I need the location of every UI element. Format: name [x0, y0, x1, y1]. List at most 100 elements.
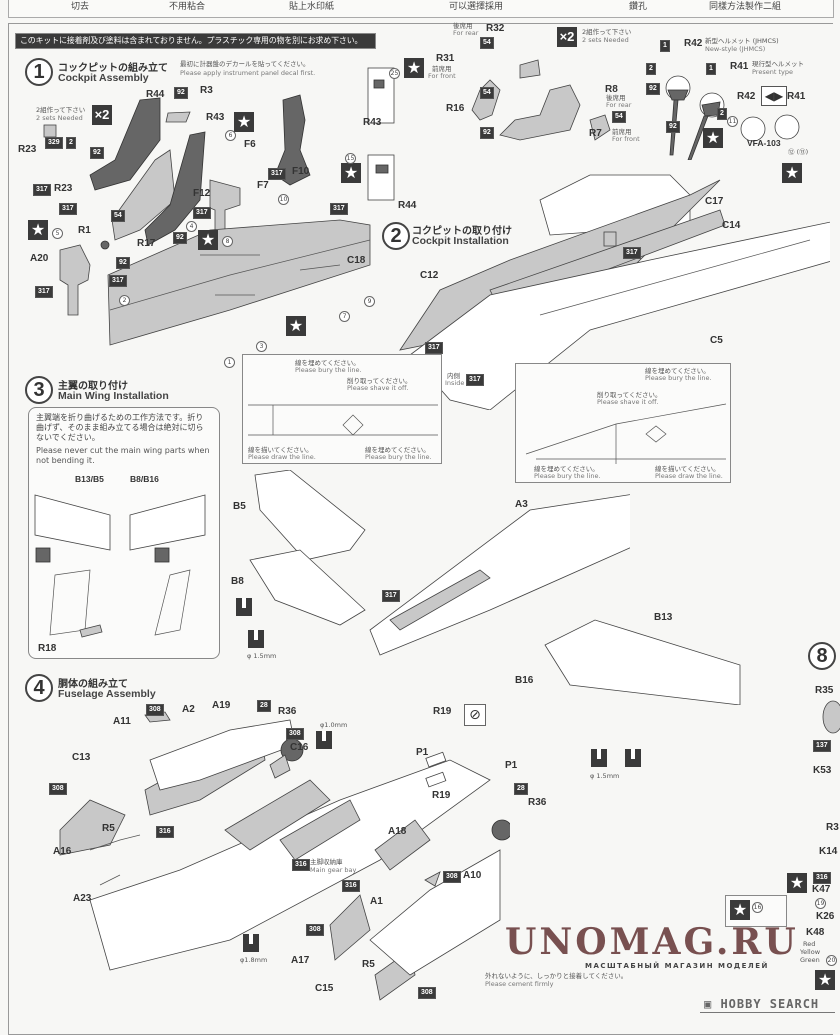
shave-off-en: Please shave it off.	[597, 398, 659, 406]
color-code-317: 317	[193, 207, 211, 219]
step-1-note-jp: 最初に計器盤のデカールを貼ってください。	[180, 60, 310, 68]
color-code-92: 92	[480, 127, 494, 139]
part-label: R3	[826, 822, 839, 833]
step-3-title-en: Main Wing Installation	[58, 390, 169, 402]
color-code-317: 317	[33, 184, 51, 196]
color-code-316: 316	[813, 872, 831, 884]
for-rear-label-en: For rear	[606, 101, 632, 109]
part-label: F10	[292, 166, 310, 177]
part-label: A1	[370, 896, 383, 907]
color-code-1: 1	[706, 63, 716, 75]
part-label: R23	[18, 144, 37, 155]
cement-firmly-jp: 外れないように、しっかりと接着してください。	[485, 972, 628, 980]
drill-hole-icon	[236, 598, 252, 616]
part-label: R1	[78, 225, 91, 236]
wing-fold-drawing	[34, 494, 206, 638]
part-label: R42	[737, 91, 756, 102]
color-code-28: 28	[514, 783, 528, 795]
color-code-316: 316	[342, 880, 360, 892]
part-label: R5	[362, 959, 375, 970]
optional-star-icon: ★	[234, 112, 254, 132]
color-code-316: 316	[292, 859, 310, 871]
present-helmet-en: Present type	[752, 68, 793, 76]
part-label: R36	[528, 797, 547, 808]
right-wing-drawing	[544, 619, 741, 705]
for-front-label-en: For front	[428, 72, 456, 80]
footer-divider	[700, 1012, 835, 1013]
footer-brand-text: HOBBY SEARCH	[720, 997, 820, 1011]
part-label: B5	[233, 501, 246, 512]
decal-number: 19	[815, 898, 826, 909]
color-code-54: 54	[111, 210, 125, 222]
helmet-drawing	[665, 75, 725, 160]
part-label: R31	[436, 53, 455, 64]
decal-number: 20	[826, 955, 837, 966]
for-front-label-jp: 前席用	[432, 65, 452, 73]
color-code-317: 317	[59, 203, 77, 215]
bury-line-jp: 線を埋めてください。	[295, 359, 360, 367]
inside-label-en: Inside	[445, 379, 465, 387]
part-label: R3	[200, 85, 213, 96]
shave-off-en: Please shave it off.	[347, 384, 409, 392]
light-green-label: Green	[800, 956, 820, 964]
drill-hole-icon	[316, 731, 332, 749]
part-f12-shape	[209, 179, 241, 236]
color-code-92: 92	[174, 87, 188, 99]
decal-number: 5	[52, 228, 63, 239]
part-label: K53	[813, 765, 832, 776]
color-code-308: 308	[443, 871, 461, 883]
optional-star-icon: ★	[286, 316, 306, 336]
color-code-2: 2	[646, 63, 656, 75]
hobby-search-logo-icon: ▣	[704, 997, 721, 1011]
part-label: R43	[206, 112, 225, 123]
step-4-number: 4	[25, 674, 53, 702]
watermark-subtitle: МАСШТАБНЫЙ МАГАЗИН МОДЕЛЕЙ	[585, 962, 769, 970]
color-code-316: 316	[156, 826, 174, 838]
step-4-title-en: Fuselage Assembly	[58, 688, 156, 700]
decal-number: 9	[364, 296, 375, 307]
color-code-317: 317	[109, 275, 127, 287]
for-front-label-jp: 前席用	[612, 128, 632, 136]
part-label: A23	[73, 893, 92, 904]
new-helmet-jp: 新型ヘルメット (JHMCS)	[705, 37, 779, 45]
step-1-title-jp: コックピットの組み立て	[58, 63, 168, 74]
step-2-number: 2	[382, 222, 410, 250]
color-code-137: 137	[813, 740, 831, 752]
part-a20-shape	[59, 244, 91, 316]
decal-number: 2	[119, 295, 130, 306]
sets-needed-jp: 2組作って下さい	[36, 106, 86, 114]
drill-size-label: φ 1.5mm	[590, 772, 620, 780]
color-code-317: 317	[382, 590, 400, 602]
part-label: R44	[398, 200, 417, 211]
color-code-92: 92	[90, 147, 104, 159]
new-helmet-en: New-style (JHMCS)	[705, 45, 766, 53]
present-helmet-jp: 現行型ヘルメット	[752, 60, 804, 68]
part-label: A18	[388, 826, 407, 837]
part-label: C17	[705, 196, 724, 207]
drill-hole-icon	[243, 934, 259, 952]
part-label: A3	[515, 499, 528, 510]
part-label: B13/B5	[75, 474, 104, 484]
part-label: A19	[212, 700, 231, 711]
bury-line-jp: 線を埋めてください。	[365, 446, 430, 454]
draw-line-en: Please draw the line.	[655, 472, 723, 480]
legend-optional: 可以選擇採用	[449, 2, 504, 12]
for-rear-label-jp: 後席用	[606, 94, 626, 102]
sets-needed-badge: ×2	[92, 105, 112, 125]
optional-star-icon: ★	[28, 220, 48, 240]
decal-12-13-label: ⑫ (⑬)	[788, 148, 809, 156]
seat-part-r43-shape	[144, 131, 206, 246]
part-label: R41	[730, 61, 749, 72]
color-code-329: 329	[45, 137, 63, 149]
bury-line-en: Please bury the line.	[295, 366, 362, 374]
step-1-number: 1	[25, 58, 53, 86]
part-label: K48	[806, 927, 825, 938]
color-code-317: 317	[330, 203, 348, 215]
part-label: C5	[710, 335, 723, 346]
bury-line-jp: 線を埋めてください。	[534, 465, 599, 473]
decal-number: 4	[186, 221, 197, 232]
step-3-title-jp: 主翼の取り付け	[58, 381, 128, 392]
step-2-title-jp: コクピットの取り付け	[412, 226, 512, 237]
part-label: K14	[819, 846, 838, 857]
decal-number: 1	[224, 357, 235, 368]
